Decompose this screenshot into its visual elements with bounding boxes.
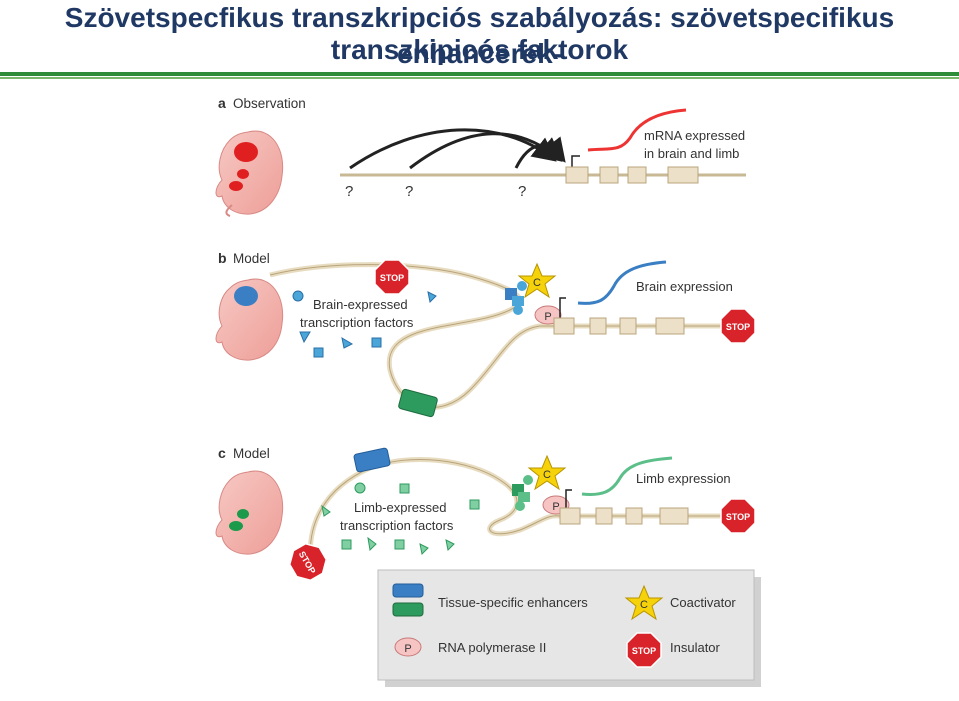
exon [553,317,575,335]
legend-green-enhancer-swatch [392,602,424,617]
brain-tf-molecules [292,290,437,358]
limb-enhancer-cluster [512,475,533,511]
dna-strand-outline-c [309,459,746,571]
panel-c: c Model STOP [215,445,756,582]
embryo-image-a [215,130,284,217]
insulator-stop-b1: STOP [374,259,410,295]
panel-a: a Observation ? ? ? mRNA expressed in br… [215,95,746,217]
limb-mrna-transcript [581,456,673,496]
stop-label: STOP [726,322,750,332]
legend-insulator-label: Insulator [670,640,721,655]
panel-b: b Model STOP [215,250,756,418]
title-underline-thin [0,77,959,79]
tss-arrow-icon [559,297,566,318]
exon [595,507,613,525]
insulator-stop-c2: STOP [720,498,756,534]
legend-coactivator-letter: C [640,599,648,611]
exon [619,317,637,335]
legend-blue-enhancer-swatch [392,583,424,598]
stop-label: STOP [380,273,404,283]
coactivator-star-b: C [517,262,557,299]
embryo-image-c [215,470,284,555]
panel-c-letter: c [218,445,226,461]
unknown-enhancer-3: ? [518,183,526,200]
limb-expression-label: Limb expression [636,471,731,486]
unknown-enhancer-2: ? [405,183,413,200]
slide-title-line1: Szövetspecfikus transzkripciós szabályoz… [64,2,895,69]
panel-a-heading: Observation [233,96,306,111]
legend-insulator-icon [626,632,662,668]
exon [667,166,699,184]
mrna-label-line2: in brain and limb [644,146,739,161]
dna-loop-outline-b [269,264,748,408]
stop-label: STOP [726,512,750,522]
limb-tf-label-line1: Limb-expressed [354,500,447,515]
brain-enhancer-block [353,447,391,473]
tss-arrow-icon [571,155,580,168]
mrna-transcript-red [587,108,687,152]
panel-b-heading: Model [233,251,270,266]
regulatory-arrow-3 [514,136,566,169]
polymerase-letter: P [552,501,559,513]
coactivator-letter: C [533,277,541,289]
panel-a-letter: a [218,95,226,111]
insulator-stop-b2: STOP [720,308,756,344]
legend-polymerase-icon [394,637,422,657]
coactivator-star-c: C [527,454,567,491]
slide-title-line2: transzkipicós faktorok [330,34,629,65]
exon [659,507,689,525]
brain-enhancer-cluster [505,281,527,315]
legend-polymerase-label: RNA polymerase II [438,640,546,655]
unknown-enhancer-1: ? [345,183,353,200]
exon [627,166,647,184]
limb-tf-label-line2: transcription factors [340,518,454,533]
panel-b-letter: b [218,250,227,266]
legend-insulator-stop-text: STOP [632,646,656,656]
legend-polymerase-letter: P [404,643,411,655]
brain-expression-label: Brain expression [636,279,733,294]
exon [559,507,581,525]
insulator-stop-c1: STOP [288,542,328,582]
tss-arrow-icon [565,489,572,508]
exon [625,507,643,525]
exon [655,317,685,335]
embryo-image-b [215,278,284,361]
brain-tf-label-line1: Brain-expressed [313,297,408,312]
mrna-label-line1: mRNA expressed [644,128,745,143]
legend-coactivator-star [624,584,664,621]
coactivator-letter: C [543,469,551,481]
exon [599,166,619,184]
panel-c-heading: Model [233,446,270,461]
regulatory-arrow-1 [349,128,557,170]
exon [589,317,607,335]
title-underline [0,72,959,76]
legend: Tissue-specific enhancers C Coactivator … [377,569,761,687]
legend-coactivator-label: Coactivator [670,595,736,610]
regulatory-arrow-2 [409,132,563,170]
polymerase-letter: P [544,311,551,323]
exon [565,166,589,184]
legend-enhancers-label: Tissue-specific enhancers [438,595,588,610]
brain-mrna-transcript [577,260,667,305]
limb-tf-molecules [321,482,480,556]
brain-tf-label-line2: transcription factors [300,315,414,330]
limb-enhancer-block [398,388,438,418]
